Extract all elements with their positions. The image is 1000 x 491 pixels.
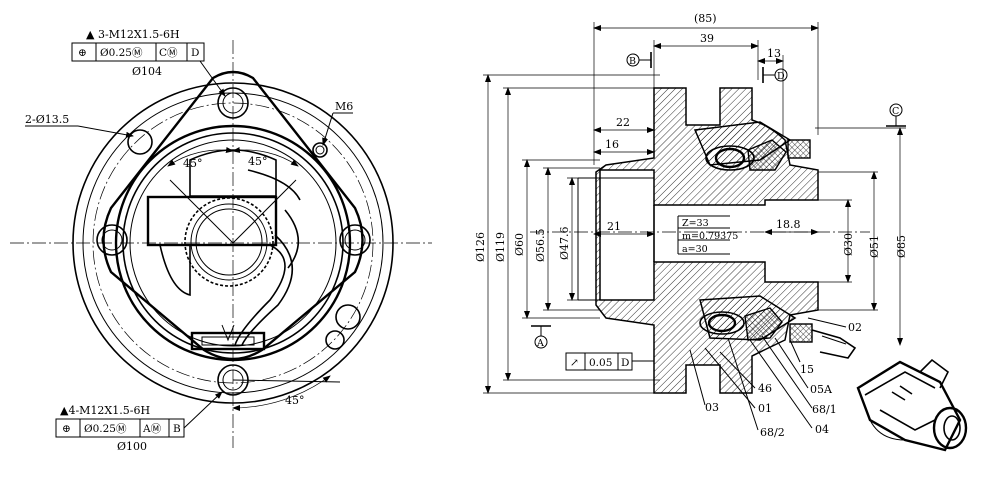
part-03: 03 bbox=[705, 401, 719, 414]
spline-gear bbox=[184, 197, 274, 287]
part-68-2: 68/2 bbox=[760, 426, 785, 439]
dia-100-label: Ø100 bbox=[117, 440, 147, 453]
dim-21: 21 bbox=[607, 220, 621, 233]
hub-circle-inner bbox=[122, 132, 344, 354]
svg-text:a=30: a=30 bbox=[682, 244, 708, 255]
spline-note: Z=33 m=0.79375 a=30 bbox=[677, 215, 738, 255]
bolt-circle bbox=[92, 102, 374, 384]
cable-outlet bbox=[811, 329, 857, 359]
angle-label-c: 45° bbox=[285, 394, 305, 407]
svg-text:⊕: ⊕ bbox=[62, 423, 71, 435]
end-view: 45° 45° 45° ▲ 3-M12X1.5-6H ⊕ Ø0.25Ⓜ CⓂ D… bbox=[10, 28, 432, 453]
svg-text:D: D bbox=[191, 47, 199, 59]
fcf-bottom: ⊕ Ø0.25Ⓜ AⓂ B bbox=[55, 418, 185, 438]
dim-39: 39 bbox=[700, 32, 714, 45]
svg-text:Ø0.25Ⓜ: Ø0.25Ⓜ bbox=[84, 423, 127, 435]
connector-sketch bbox=[856, 358, 968, 452]
datum-a: A bbox=[536, 338, 544, 349]
wire-harness bbox=[190, 234, 294, 351]
runout-fcf: ↗ 0.05 D bbox=[565, 352, 654, 371]
svg-text:Ø0.25Ⓜ: Ø0.25Ⓜ bbox=[100, 47, 143, 59]
datum-b: B bbox=[629, 56, 636, 67]
dia-60: Ø60 bbox=[513, 233, 526, 256]
svg-text:D: D bbox=[621, 357, 629, 369]
hub-circle-outer bbox=[114, 124, 352, 362]
bearing-bottom bbox=[699, 295, 813, 343]
datum-d-symbol bbox=[774, 68, 788, 82]
hub-recess-circle bbox=[129, 139, 337, 347]
part-46: 46 bbox=[758, 382, 772, 395]
datum-c: C bbox=[892, 106, 899, 117]
section-view: (85) 39 13 22 16 21 18.8 B D C A bbox=[474, 12, 968, 452]
dia-47-6: Ø47.6 bbox=[558, 226, 571, 260]
datum-a-symbol bbox=[534, 335, 548, 349]
part-04: 04 bbox=[815, 423, 829, 436]
svg-text:↗: ↗ bbox=[570, 357, 579, 369]
svg-text:m=0.79375: m=0.79375 bbox=[682, 231, 738, 242]
dim-22: 22 bbox=[616, 116, 630, 129]
svg-text:0.05: 0.05 bbox=[589, 357, 612, 369]
dim-16: 16 bbox=[605, 138, 619, 151]
dia-126: Ø126 bbox=[474, 232, 487, 262]
svg-text:AⓂ: AⓂ bbox=[142, 423, 162, 435]
holes-label: 2-Ø13.5 bbox=[25, 113, 69, 126]
dim-18-8: 18.8 bbox=[776, 218, 801, 231]
dim-13: 13 bbox=[767, 47, 781, 60]
svg-text:B: B bbox=[173, 423, 181, 435]
dia-119: Ø119 bbox=[494, 232, 507, 262]
callout-bottom: ▲4-M12X1.5-6H bbox=[60, 404, 150, 417]
svg-text:CⓂ: CⓂ bbox=[159, 47, 178, 59]
svg-text:⊕: ⊕ bbox=[78, 47, 87, 59]
dia-30: Ø30 bbox=[842, 233, 855, 256]
callout-top: ▲ 3-M12X1.5-6H bbox=[86, 28, 180, 41]
m6-label: M6 bbox=[335, 100, 353, 113]
angle-label-b: 45° bbox=[248, 155, 268, 168]
part-01: 01 bbox=[758, 402, 772, 415]
dia-51: Ø51 bbox=[868, 235, 881, 258]
part-15: 15 bbox=[800, 363, 814, 376]
bearing-top bbox=[693, 121, 811, 171]
dia-104-label: Ø104 bbox=[132, 65, 162, 78]
part-05a: 05A bbox=[810, 383, 833, 396]
dia-85: Ø85 bbox=[895, 235, 908, 258]
angle-label-a: 45° bbox=[183, 157, 203, 170]
part-68-1: 68/1 bbox=[812, 403, 837, 416]
sensor-bracket bbox=[146, 149, 301, 297]
svg-text:Z=33: Z=33 bbox=[682, 218, 709, 229]
datum-d: D bbox=[777, 71, 785, 82]
fcf-top: ⊕ Ø0.25Ⓜ CⓂ D bbox=[71, 42, 205, 62]
dia-56-5: Ø56.5 bbox=[534, 228, 547, 262]
dim-85: (85) bbox=[694, 12, 717, 25]
part-02: 02 bbox=[848, 321, 862, 334]
